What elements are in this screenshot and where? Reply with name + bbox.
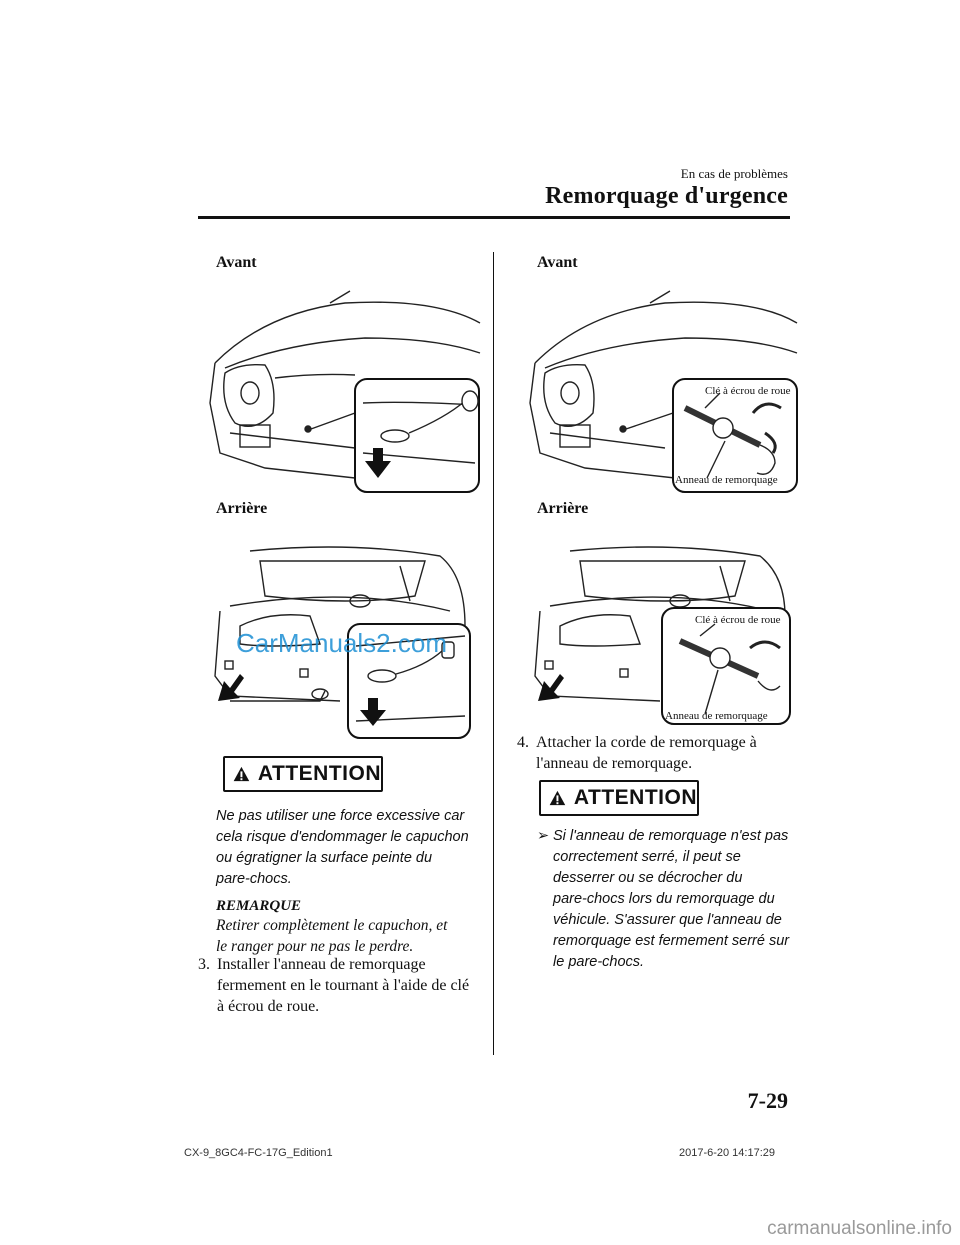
front-car-figure (209, 290, 481, 493)
step-4: 4. Attacher la corde de remorquage à l'a… (517, 734, 757, 772)
arrow-bullet-icon: ➢ (537, 828, 550, 844)
page-number: 7-29 (747, 1088, 788, 1113)
rear-car-figure (214, 546, 471, 739)
page-title: Remorquage d'urgence (545, 183, 788, 209)
rear-wrench-figure: Clé à écrou de roue Anneau de remorquage (534, 546, 791, 725)
attention-box-right: ATTENTION (539, 780, 699, 816)
footer-timestamp: 2017-6-20 14:17:29 (678, 1147, 775, 1159)
warning-icon (549, 790, 566, 806)
rear-label-right: Arrière (537, 500, 589, 517)
front-label-right: Avant (537, 254, 578, 271)
front-wrench-figure: Clé à écrou de roue Anneau de remorquage (529, 290, 798, 493)
step-3: 3. Installer l'anneau de remorquage ferm… (198, 956, 470, 1015)
attention-title-right: ATTENTION (573, 786, 697, 809)
warning-text-left: Ne pas utiliser une force excessive car … (216, 808, 469, 887)
attention-box-left: ATTENTION (223, 756, 383, 792)
wrench-callout-rear: Clé à écrou de roue (695, 614, 781, 626)
site-watermark: carmanualsonline.info (767, 1218, 952, 1239)
wrench-callout: Clé à écrou de roue (705, 385, 791, 397)
remark-title: REMARQUE (216, 898, 302, 914)
remark-text: Retirer complètement le capuchon, et le … (216, 917, 448, 955)
rear-label: Arrière (216, 500, 268, 517)
attention-title: ATTENTION (257, 762, 381, 785)
header-rule (198, 216, 790, 219)
column-divider (493, 252, 494, 1055)
warning-text-right: ➢ Si l'anneau de remorquage n'est pas co… (537, 828, 790, 970)
section-name: En cas de problèmes (680, 166, 788, 181)
ring-callout: Anneau de remorquage (675, 474, 778, 486)
watermark-overlay: CarManuals2.com (236, 628, 447, 658)
footer-edition: CX-9_8GC4-FC-17G_Edition1 (184, 1147, 333, 1159)
ring-callout-rear: Anneau de remorquage (665, 710, 768, 722)
front-label: Avant (216, 254, 257, 271)
warning-icon (233, 766, 250, 782)
